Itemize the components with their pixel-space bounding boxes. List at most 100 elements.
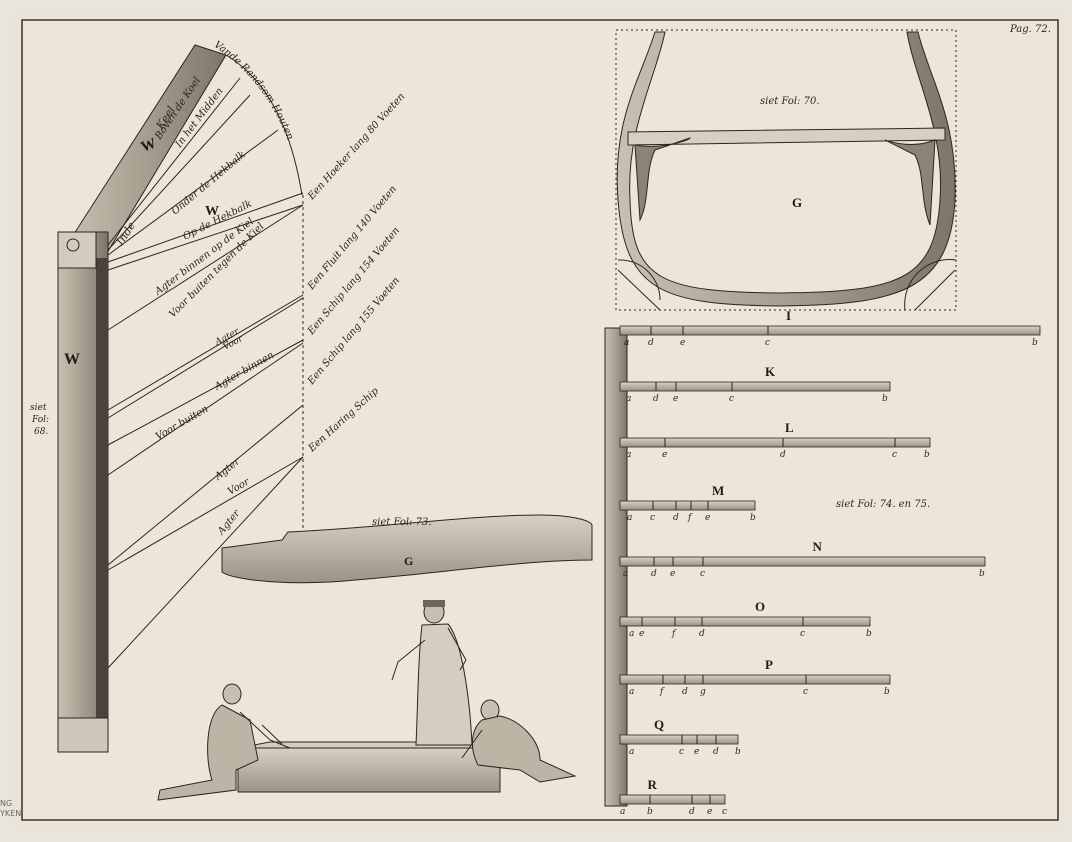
deck-beam: [627, 127, 946, 146]
bar-mark: b: [735, 747, 741, 757]
side-ref: 68.: [34, 427, 48, 437]
fan-line: [107, 94, 251, 251]
mount-stamp: NG: [0, 799, 12, 808]
bar-mark: f: [671, 629, 677, 639]
bar-N: Na d e c b: [619, 539, 986, 579]
bar-mark: a: [629, 629, 634, 639]
fan-line: [107, 204, 304, 271]
knee-left: [634, 137, 691, 222]
bar-letter: N: [813, 539, 823, 554]
bar-mark: a: [626, 450, 631, 460]
bar-mark: a: [620, 807, 625, 817]
bar-letter: Q: [654, 717, 664, 732]
post-letter: W: [64, 351, 80, 368]
fan-line: [107, 404, 304, 566]
page-number: Pag. 72.: [1009, 24, 1051, 35]
standing-man: [391, 600, 473, 746]
bar-mark: d: [689, 807, 695, 817]
fan-line: [107, 77, 241, 246]
bar-mark: e: [680, 338, 685, 348]
fan-line: [107, 192, 304, 263]
bar-mark: b: [979, 569, 985, 579]
bar-mark: b: [884, 687, 890, 697]
bar-mark: b: [882, 394, 888, 404]
bar-mark: d: [648, 338, 654, 348]
bolt-hole: [66, 238, 80, 252]
bar-letter: K: [765, 364, 776, 379]
fan-label: W: [205, 204, 219, 219]
fan-line: [107, 456, 304, 669]
bar-mark: c: [700, 569, 705, 579]
bar-letter: M: [712, 483, 724, 498]
bar-mark: a: [629, 747, 634, 757]
bar-mark: g: [700, 687, 706, 697]
timber-block: [237, 747, 501, 793]
knee-right: [884, 139, 936, 226]
bar-letter: I: [786, 308, 791, 323]
arc-line: [225, 54, 303, 196]
hull-frame: [616, 31, 956, 307]
fan-line: [107, 456, 304, 571]
kneeling-man-left: [157, 683, 291, 801]
bar-mark: e: [639, 629, 644, 639]
side-ref: Fol:: [31, 415, 49, 425]
bar-mark: d: [699, 629, 705, 639]
fan-line: [107, 339, 304, 446]
bar-mark: e: [705, 513, 710, 523]
bar-mark: e: [694, 747, 699, 757]
vertical-post: [604, 327, 628, 807]
bar-mark: c: [729, 394, 734, 404]
bar-mark: c: [800, 629, 805, 639]
bar-mark: a: [623, 569, 628, 579]
fan-lines: [107, 77, 304, 669]
bars-ref: siet Fol: 74. en 75.: [836, 499, 930, 510]
bar-mark: b: [866, 629, 872, 639]
bar-mark: e: [673, 394, 678, 404]
fan-line: [107, 342, 304, 476]
bar-mark: e: [662, 450, 667, 460]
bar-letter: O: [755, 599, 765, 614]
timber-ref: siet Fol: 73.: [372, 517, 432, 528]
fan-line: [107, 297, 304, 419]
bar-mark: c: [892, 450, 897, 460]
fan-line: [107, 204, 304, 331]
hull-section: siet Fol: 70. G: [615, 29, 957, 311]
curved-timber: siet Fol: 73. G: [221, 514, 593, 584]
bar-letter: R: [648, 777, 658, 792]
fan-line: [107, 129, 279, 256]
bar-mark: f: [687, 513, 693, 523]
timber-letter: G: [404, 554, 413, 568]
bar-mark: a: [624, 338, 629, 348]
bar-mark: c: [803, 687, 808, 697]
bar-mark: c: [679, 747, 684, 757]
bar-mark: c: [722, 807, 727, 817]
bar-mark: b: [1032, 338, 1038, 348]
post-shadow: [96, 258, 108, 752]
hull-ref: siet Fol: 70.: [760, 96, 820, 107]
bar-mark: d: [780, 450, 786, 460]
keel-letter: W: [139, 136, 159, 156]
side-ref: siet: [30, 403, 47, 413]
bar-mark: c: [650, 513, 655, 523]
kneeling-man-right: [461, 699, 577, 783]
hull-letter: G: [792, 195, 802, 210]
bar-mark: d: [682, 687, 688, 697]
bar-mark: d: [653, 394, 659, 404]
bar-mark: e: [670, 569, 675, 579]
bar-letter: L: [785, 420, 794, 435]
bar-mark: d: [651, 569, 657, 579]
bar-mark: b: [647, 807, 653, 817]
bar-mark: a: [626, 394, 631, 404]
bar-letter: P: [765, 657, 773, 672]
bar-mark: b: [924, 450, 930, 460]
bar-L: La e d c b: [619, 420, 931, 460]
bar-mark: d: [713, 747, 719, 757]
bar-mark: f: [659, 687, 665, 697]
